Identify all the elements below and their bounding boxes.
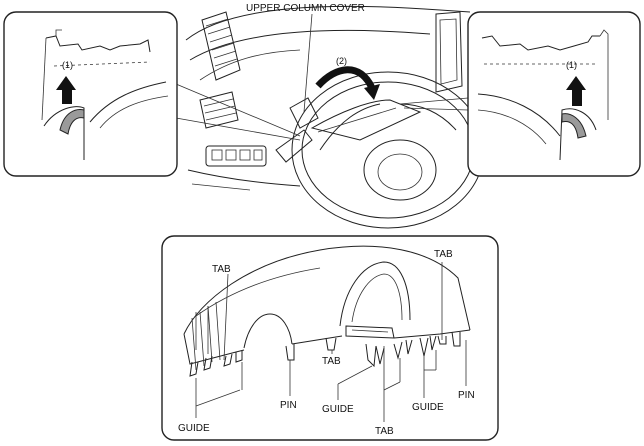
pin-left-label: PIN [280, 400, 297, 411]
pin-right-label: PIN [458, 390, 475, 401]
tab-left-label: TAB [212, 264, 231, 275]
step-1-left-label: (1) [62, 60, 73, 70]
guide-mid-label: GUIDE [322, 404, 354, 415]
tab-bottom-label: TAB [375, 426, 394, 437]
right-callout [467, 11, 641, 177]
tab-right-label: TAB [434, 249, 453, 260]
upper-column-cover-label: UPPER COLUMN COVER [246, 3, 365, 14]
left-callout [3, 11, 178, 177]
guide-right-label: GUIDE [412, 402, 444, 413]
tab-mid-label: TAB [322, 356, 341, 367]
step-1-right-label: (1) [566, 60, 577, 70]
guide-left-label: GUIDE [178, 423, 210, 434]
bottom-detail [161, 235, 499, 441]
step-2-label: (2) [336, 56, 347, 66]
dashboard-scene [175, 5, 485, 229]
